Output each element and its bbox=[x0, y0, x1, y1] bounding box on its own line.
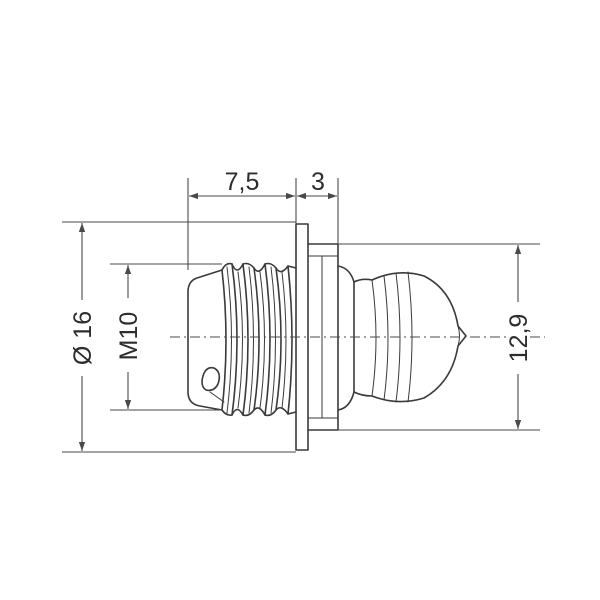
thread-roots bbox=[226, 266, 287, 414]
shank-slot bbox=[201, 366, 221, 392]
part-outline bbox=[187, 223, 467, 451]
label-gap-outer bbox=[70, 300, 94, 376]
label-gap-thread bbox=[116, 298, 140, 372]
thread-flanks bbox=[221, 263, 293, 416]
shank-slot-edge bbox=[209, 391, 225, 403]
neck bbox=[337, 265, 355, 411]
label-collar-width: 3 bbox=[311, 168, 325, 196]
label-thread-size: M10 bbox=[115, 312, 143, 361]
thread-shank bbox=[187, 269, 223, 411]
label-outer-diameter: Ø 16 bbox=[69, 311, 97, 365]
head-ridges bbox=[371, 271, 413, 403]
label-thread-length: 7,5 bbox=[225, 168, 260, 196]
label-head-diameter: 12,9 bbox=[505, 314, 533, 363]
label-gap-head bbox=[506, 302, 530, 374]
head-tip bbox=[457, 325, 460, 347]
